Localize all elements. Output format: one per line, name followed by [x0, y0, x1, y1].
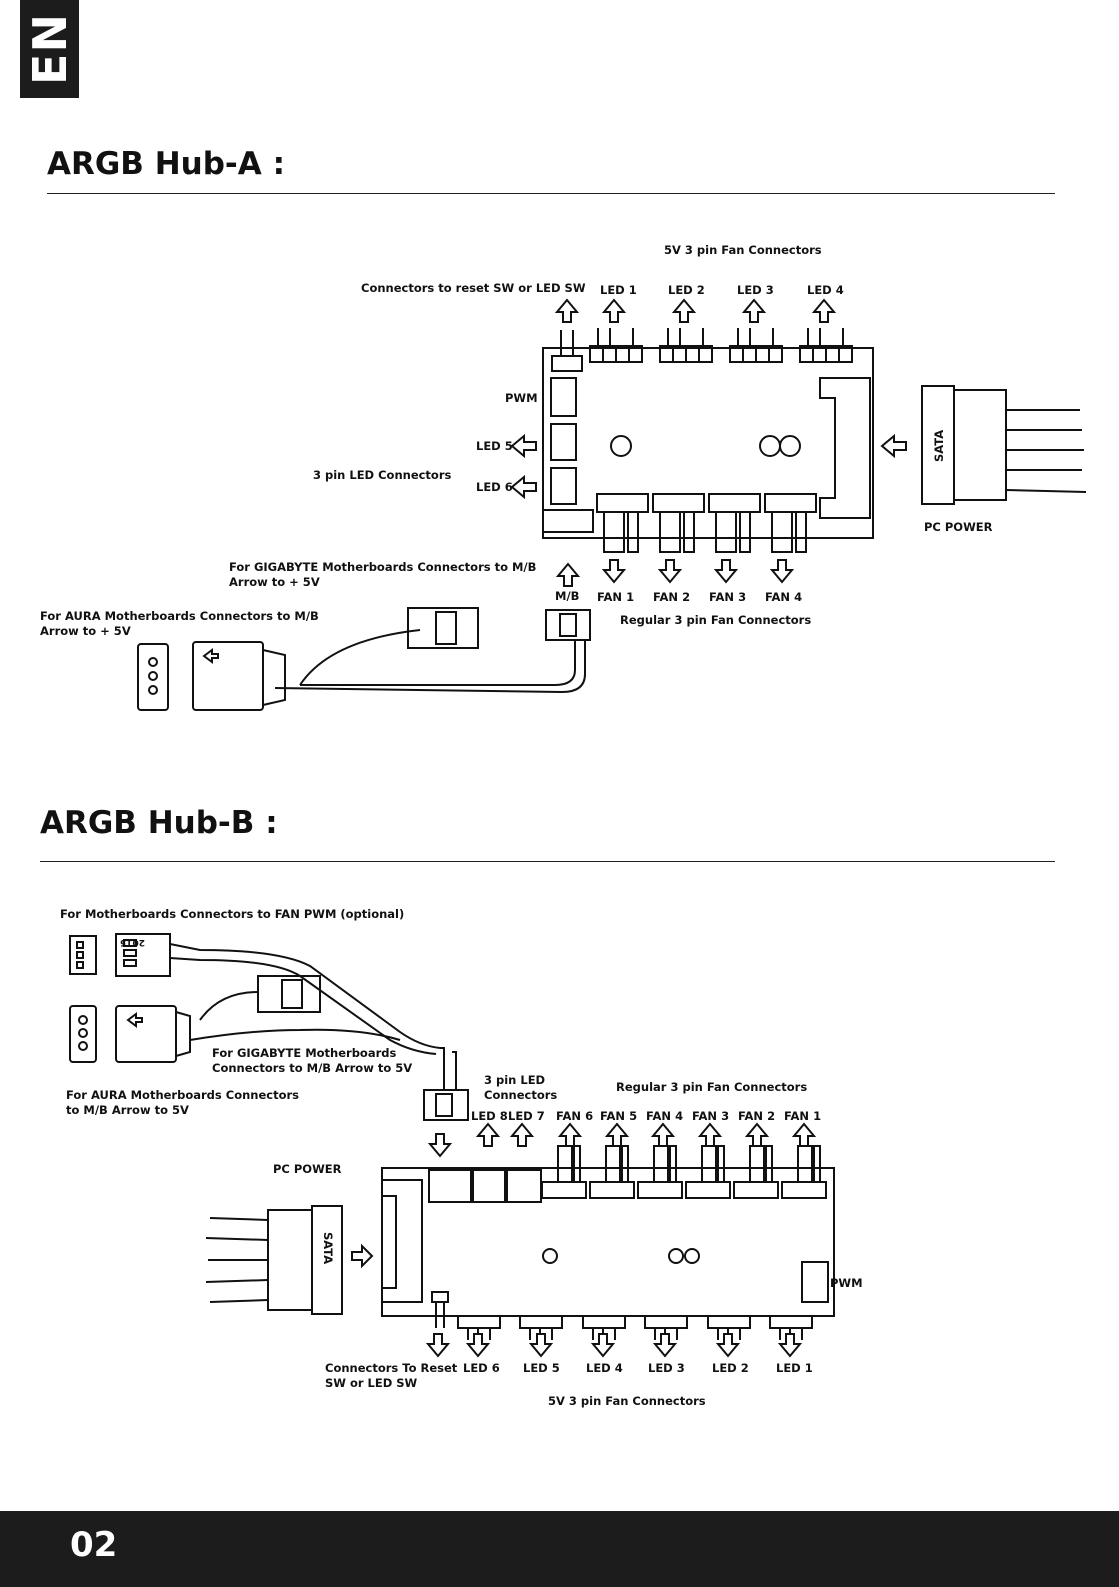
- hub-b-gigabyte-plug: [257, 975, 321, 1013]
- hub-a-pwm-port: [550, 377, 577, 417]
- hub-a-label-led4: LED 4: [807, 283, 844, 297]
- hub-a-label-led3pin: 3 pin LED Connectors: [313, 468, 452, 482]
- hub-b-sata-header: [381, 1179, 423, 1303]
- hub-b-led7-port: [472, 1169, 506, 1203]
- hub-b-label-led3: LED 3: [648, 1361, 685, 1375]
- hub-a-reset-header: [551, 355, 583, 372]
- hub-a-label-regular-fan: Regular 3 pin Fan Connectors: [620, 613, 811, 627]
- hub-a-label-gigabyte-2: Arrow to + 5V: [229, 575, 320, 589]
- hub-a-label-gigabyte-1: For GIGABYTE Motherboards Connectors to …: [229, 560, 536, 574]
- section-title-hub-a: ARGB Hub-A :: [47, 146, 285, 182]
- hub-a-mb-connector: [545, 609, 591, 641]
- hub-b-led-headers-bottom: [457, 1315, 813, 1340]
- hub-a-led-headers-top: [589, 328, 853, 363]
- hub-a-label-aura-1: For AURA Motherboards Connectors to M/B: [40, 609, 319, 623]
- hub-b-label-aura-2: to M/B Arrow to 5V: [66, 1103, 189, 1117]
- hub-a-label-fan2: FAN 2: [653, 590, 690, 604]
- hub-b-label-led6: LED 6: [463, 1361, 500, 1375]
- hub-a-label-aura-2: Arrow to + 5V: [40, 624, 131, 638]
- hub-b-label-led2: LED 2: [712, 1361, 749, 1375]
- hub-b-aura-plug: [69, 1005, 97, 1063]
- page-number: 02: [70, 1525, 118, 1565]
- hub-a-label-reset: Connectors to reset SW or LED SW: [361, 281, 586, 295]
- hub-a-sata-plug: [921, 385, 955, 505]
- hub-b-label-led8: LED 8: [471, 1109, 508, 1123]
- hub-a-label-mb: M/B: [555, 589, 579, 603]
- hub-b-fan-pwm-plug: [69, 935, 97, 975]
- hub-b-label-led3pin-1: 3 pin LED: [484, 1073, 545, 1087]
- hub-b-fan-pwm-cable-end: [115, 933, 171, 977]
- title-rule-a: [47, 193, 1055, 194]
- hub-a-gigabyte-plug: [407, 607, 479, 649]
- hub-a-label-sata: SATA: [932, 430, 946, 462]
- hub-b-arrows: [126, 1012, 817, 1358]
- hub-b-label-led7: LED 7: [508, 1109, 545, 1123]
- hub-a-arrows: [202, 298, 907, 664]
- hub-a-label-pwm: PWM: [505, 391, 538, 405]
- hub-a-label-fan3: FAN 3: [709, 590, 746, 604]
- hub-a-fan-connectors: [596, 493, 817, 553]
- hub-a-label-led5: LED 5: [476, 439, 513, 453]
- hub-b-label-aura-1: For AURA Motherboards Connectors: [66, 1088, 299, 1102]
- hub-b-board: [381, 1167, 835, 1317]
- section-title-hub-b: ARGB Hub-B :: [40, 805, 278, 841]
- hub-b-label-pc-power: PC POWER: [273, 1162, 342, 1176]
- hub-b-label-fan-pwm: For Motherboards Connectors to FAN PWM (…: [60, 907, 404, 921]
- hub-a-label-led2: LED 2: [668, 283, 705, 297]
- hub-b-label-regular-fan: Regular 3 pin Fan Connectors: [616, 1080, 807, 1094]
- hub-a-label-led3: LED 3: [737, 283, 774, 297]
- hub-b-pwm-port: [801, 1261, 829, 1303]
- hub-b-label-sata: SATA: [321, 1232, 335, 1264]
- hub-b-label-gigabyte-2: Connectors to M/B Arrow to 5V: [212, 1061, 412, 1075]
- hub-a-led6-port: [550, 467, 577, 505]
- hub-b-chip-mark: 2015: [120, 937, 145, 947]
- hub-b-label-fan4: FAN 4: [646, 1109, 683, 1123]
- hub-b-label-gigabyte-1: For GIGABYTE Motherboards: [212, 1046, 396, 1060]
- hub-b-fan-connectors: [541, 1145, 827, 1199]
- hub-b-label-fan1: FAN 1: [784, 1109, 821, 1123]
- hub-b-label-reset-2: SW or LED SW: [325, 1376, 418, 1390]
- hub-b-label-pwm: PWM: [830, 1276, 863, 1290]
- language-code: EN: [22, 13, 77, 85]
- hub-b-mb-connector: [423, 1089, 469, 1121]
- hub-b-label-fan2: FAN 2: [738, 1109, 775, 1123]
- hub-a-sata-header: [819, 377, 871, 519]
- hub-b-label-reset-1: Connectors To Reset: [325, 1361, 458, 1375]
- hub-b-label-led1: LED 1: [776, 1361, 813, 1375]
- hub-a-label-fan5v: 5V 3 pin Fan Connectors: [664, 243, 822, 257]
- hub-a-diagram: 5V 3 pin Fan Connectors Connectors to re…: [40, 243, 1087, 711]
- hub-b-label-led3pin-2: Connectors: [484, 1088, 557, 1102]
- hub-a-label-fan4: FAN 4: [765, 590, 802, 604]
- hub-a-label-pc-power: PC POWER: [924, 520, 993, 534]
- hub-b-label-fan5: FAN 5: [600, 1109, 637, 1123]
- hub-a-label-fan1: FAN 1: [597, 590, 634, 604]
- title-rule-b: [40, 861, 1055, 862]
- hub-b-led8-port: [428, 1169, 472, 1203]
- hub-b-label-led5: LED 5: [523, 1361, 560, 1375]
- hub-b-label-led4: LED 4: [586, 1361, 623, 1375]
- language-tab: EN: [20, 0, 79, 98]
- page-footer: 02: [0, 1511, 1119, 1587]
- hub-b-label-fan3: FAN 3: [692, 1109, 729, 1123]
- hub-a-led5-port: [550, 423, 577, 461]
- hub-a-board: [542, 347, 874, 539]
- hub-a-aura-plug: [137, 643, 169, 711]
- hub-a-label-led1: LED 1: [600, 283, 637, 297]
- hub-b-label-fan6: FAN 6: [556, 1109, 593, 1123]
- hub-b-sata-plug: [311, 1205, 343, 1315]
- hub-b-label-fan5v: 5V 3 pin Fan Connectors: [548, 1394, 706, 1408]
- hub-b-diagram: 2015 For Motherboards Connectors to FAN …: [60, 907, 863, 1408]
- hub-a-label-led6: LED 6: [476, 480, 513, 494]
